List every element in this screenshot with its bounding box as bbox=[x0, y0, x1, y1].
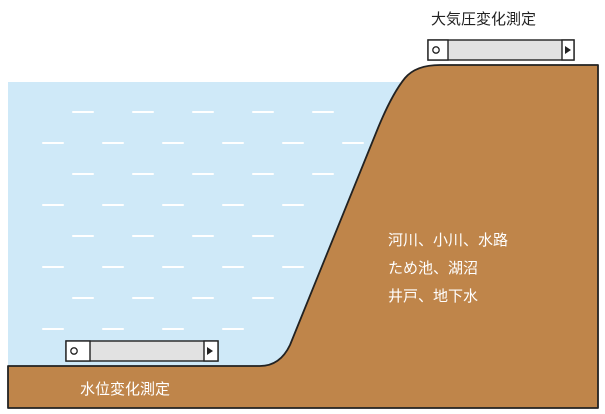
ground-bank bbox=[7, 64, 599, 409]
water-body-item: ため池、湖沼 bbox=[388, 259, 479, 277]
sensor-logger-icon bbox=[70, 347, 78, 355]
water-level-sensor bbox=[65, 340, 219, 362]
water-body-item: 井戸、地下水 bbox=[388, 287, 479, 305]
barometric-label: 大気圧変化測定 bbox=[431, 10, 537, 28]
water-body-item: 河川、小川、水路 bbox=[388, 231, 509, 249]
water-level-label: 水位変化測定 bbox=[80, 380, 171, 398]
water-body-list: 河川、小川、水路 ため池、湖沼 井戸、地下水 bbox=[388, 226, 508, 310]
barometric-sensor bbox=[427, 39, 575, 61]
water-ripples bbox=[42, 111, 364, 330]
sensor-logger-icon bbox=[432, 46, 440, 54]
